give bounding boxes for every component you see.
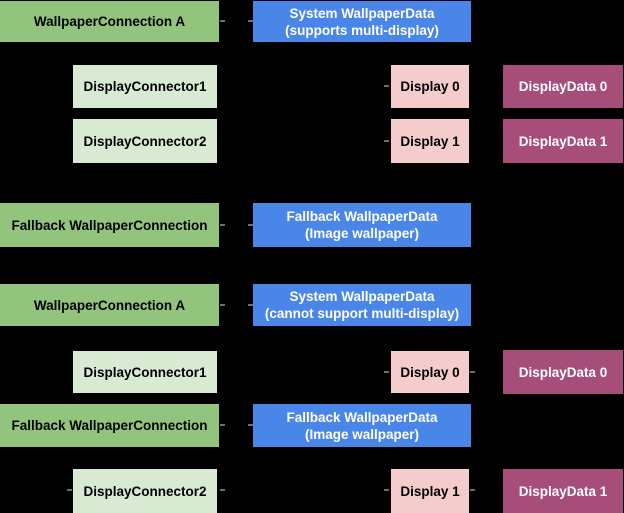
node-display-0: Display 0 xyxy=(391,65,469,108)
node-wallpaper-connection-a-2: WallpaperConnection A xyxy=(0,284,219,326)
connector-stub xyxy=(384,85,389,87)
connector-stub xyxy=(220,424,225,426)
node-display-connector-1: DisplayConnector1 xyxy=(73,65,217,108)
connector-stub xyxy=(220,489,225,491)
connector-stub xyxy=(470,489,475,491)
node-system-wallpaper-data-multi-display: System WallpaperData (supports multi-dis… xyxy=(253,1,471,42)
node-display-data-1: DisplayData 1 xyxy=(503,119,623,163)
node-label-line2: (cannot support multi-display) xyxy=(264,306,460,321)
node-display-data-0-2: DisplayData 0 xyxy=(503,350,623,394)
node-fallback-wallpaper-connection: Fallback WallpaperConnection xyxy=(0,203,219,247)
node-label-line1: System WallpaperData xyxy=(289,289,435,304)
node-display-connector-1-2: DisplayConnector1 xyxy=(73,351,217,393)
connector-stub xyxy=(248,20,253,22)
node-label-line2: (Image wallpaper) xyxy=(304,426,420,442)
node-display-connector-2-2: DisplayConnector2 xyxy=(73,469,217,513)
node-fallback-wallpaper-data-2: Fallback WallpaperData (Image wallpaper) xyxy=(253,404,471,447)
node-label-line1: System WallpaperData xyxy=(289,5,435,21)
node-system-wallpaper-data-no-multi-display: System WallpaperData (cannot support mul… xyxy=(253,284,471,326)
connector-stub xyxy=(248,224,253,226)
node-label-line1: Fallback WallpaperData xyxy=(286,409,438,425)
node-display-1-2: Display 1 xyxy=(391,469,469,513)
connector-stub xyxy=(248,304,253,306)
node-label-line2: (Image wallpaper) xyxy=(304,226,420,241)
connector-stub xyxy=(220,20,225,22)
connector-stub xyxy=(384,371,389,373)
connector-stub xyxy=(384,140,389,142)
connector-stub xyxy=(384,489,389,491)
node-wallpaper-connection-a: WallpaperConnection A xyxy=(0,1,219,42)
node-display-connector-2: DisplayConnector2 xyxy=(73,119,217,163)
node-fallback-wallpaper-connection-2: Fallback WallpaperConnection xyxy=(0,404,219,447)
connector-stub xyxy=(67,489,72,491)
node-fallback-wallpaper-data: Fallback WallpaperData (Image wallpaper) xyxy=(253,203,471,247)
node-label-line2: (supports multi-display) xyxy=(285,22,439,38)
connector-stub xyxy=(470,371,475,373)
node-display-0-2: Display 0 xyxy=(391,351,469,393)
connector-stub xyxy=(220,304,225,306)
node-display-1: Display 1 xyxy=(391,119,469,163)
node-display-data-0: DisplayData 0 xyxy=(503,65,623,108)
node-display-data-1-2: DisplayData 1 xyxy=(503,469,623,513)
connector-stub xyxy=(220,224,225,226)
node-label-line1: Fallback WallpaperData xyxy=(286,209,438,224)
connector-stub xyxy=(248,424,253,426)
